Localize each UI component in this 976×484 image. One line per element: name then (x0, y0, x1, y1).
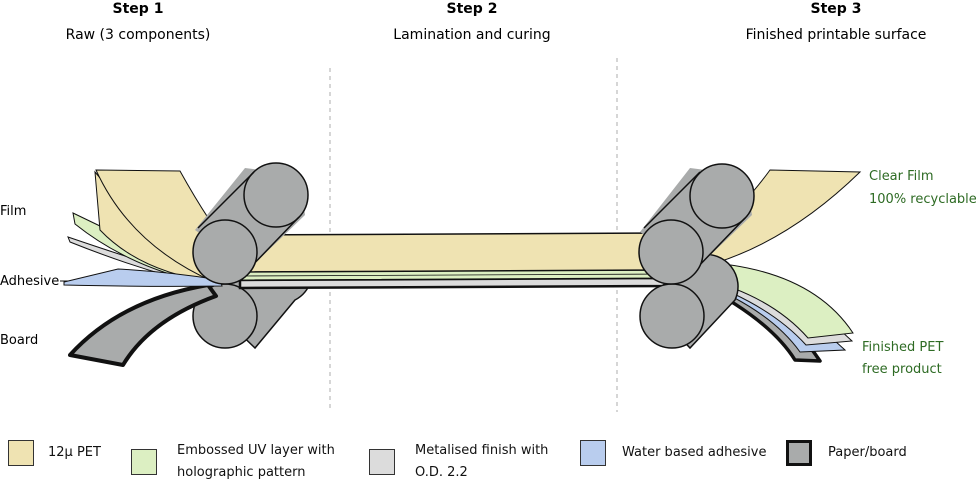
step1-title: Step 1 (113, 1, 164, 17)
step2-subtitle: Lamination and curing (393, 27, 550, 43)
roller-right-top (638, 163, 755, 285)
legend-label-pet: 12µ PET (48, 445, 101, 460)
step3-title: Step 3 (811, 1, 862, 17)
incoming-layers-left (63, 169, 237, 367)
legend-item-adhesive: Water based adhesive (580, 440, 766, 466)
legend-label-uv-2: holographic pattern (177, 465, 306, 480)
label-film: Film (0, 204, 26, 219)
legend-swatch-uv (131, 449, 157, 475)
label-board: Board (0, 333, 38, 348)
legend-item-pet: 12µ PET (8, 440, 101, 466)
legend-swatch-pet (8, 440, 34, 466)
step3-subtitle: Finished printable surface (746, 27, 927, 43)
label-finished-pet: Finished PET (862, 340, 943, 355)
label-adhesive: Adhesive (0, 274, 59, 289)
legend-swatch-board (786, 440, 812, 466)
incoming-adhesive (63, 268, 223, 287)
label-clear-film: Clear Film (869, 169, 934, 184)
roller-left-top (192, 162, 309, 285)
laminated-band (238, 232, 677, 290)
legend-label-metal-2: O.D. 2.2 (415, 465, 468, 480)
label-recyclable: 100% recyclable (869, 192, 976, 207)
legend-item-metal: Metalised finish with O.D. 2.2 (369, 440, 548, 484)
legend-label-adhesive: Water based adhesive (622, 445, 767, 460)
legend-item-uv: Embossed UV layer with holographic patte… (131, 440, 335, 484)
legend-label-metal-1: Metalised finish with (415, 443, 549, 458)
label-free-product: free product (862, 362, 942, 377)
legend-label-board: Paper/board (828, 445, 907, 460)
step1-subtitle: Raw (3 components) (66, 27, 211, 43)
legend: 12µ PET Embossed UV layer with holograph… (0, 440, 976, 482)
step2-title: Step 2 (447, 1, 498, 17)
legend-item-board: Paper/board (786, 440, 907, 466)
legend-swatch-metal (369, 449, 395, 475)
legend-swatch-adhesive (580, 440, 606, 466)
legend-label-uv-1: Embossed UV layer with (177, 443, 335, 458)
roller-right-bottom (639, 253, 739, 350)
